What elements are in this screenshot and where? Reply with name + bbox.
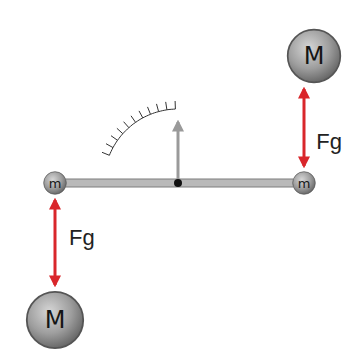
mass-label: m — [298, 177, 311, 190]
pivot-dot — [174, 179, 182, 187]
mass-label: M — [304, 44, 325, 68]
large-mass: M — [25, 290, 85, 350]
mass-label: m — [49, 177, 62, 190]
force-label: Fg — [68, 226, 96, 250]
small-mass: m — [292, 171, 316, 195]
force-arrow — [304, 89, 305, 166]
force-label: Fg — [315, 130, 343, 154]
angle-scale — [102, 101, 175, 155]
mass-label: M — [45, 308, 66, 332]
large-mass: M — [286, 28, 342, 84]
small-mass: m — [43, 171, 67, 195]
force-arrow — [55, 200, 56, 285]
pointer-arrow — [177, 122, 180, 181]
